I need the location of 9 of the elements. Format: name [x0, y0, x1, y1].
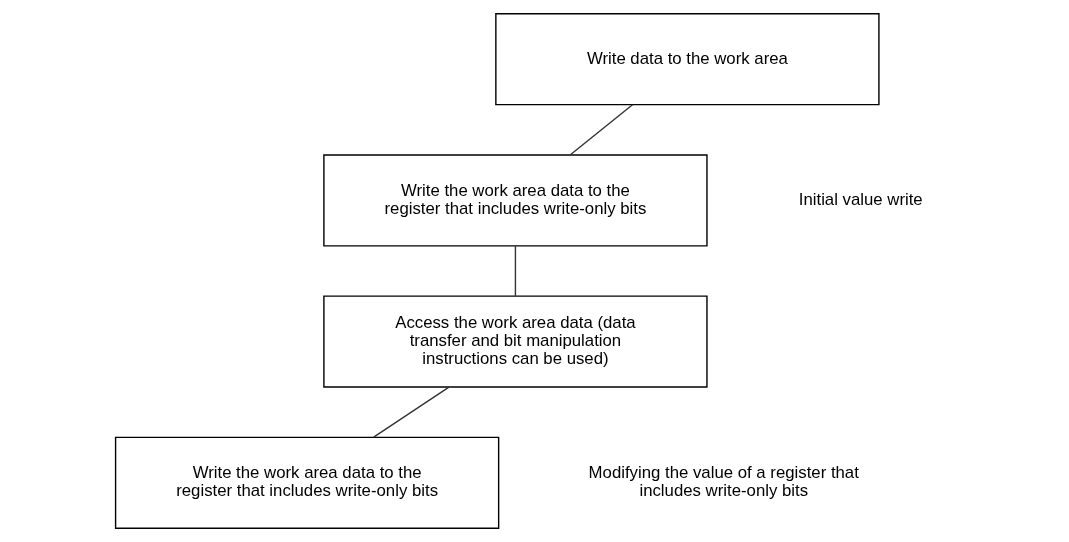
label: Initial value write: [798, 189, 923, 209]
node-box: Write the work area data to the register that includes write-only bits: [322, 154, 708, 247]
connector: [569, 104, 633, 156]
node-box: Access the work area data (data transfer and bit manipulation instructions can be used): [322, 295, 708, 388]
node-box: Write the work area data to the register that includes write-only bits: [114, 436, 499, 529]
connector: [514, 245, 516, 297]
node-box: Write data to the work area: [494, 13, 880, 106]
connector: [372, 386, 450, 438]
label: Modifying the value of a register that includes write-only bits: [588, 463, 859, 501]
